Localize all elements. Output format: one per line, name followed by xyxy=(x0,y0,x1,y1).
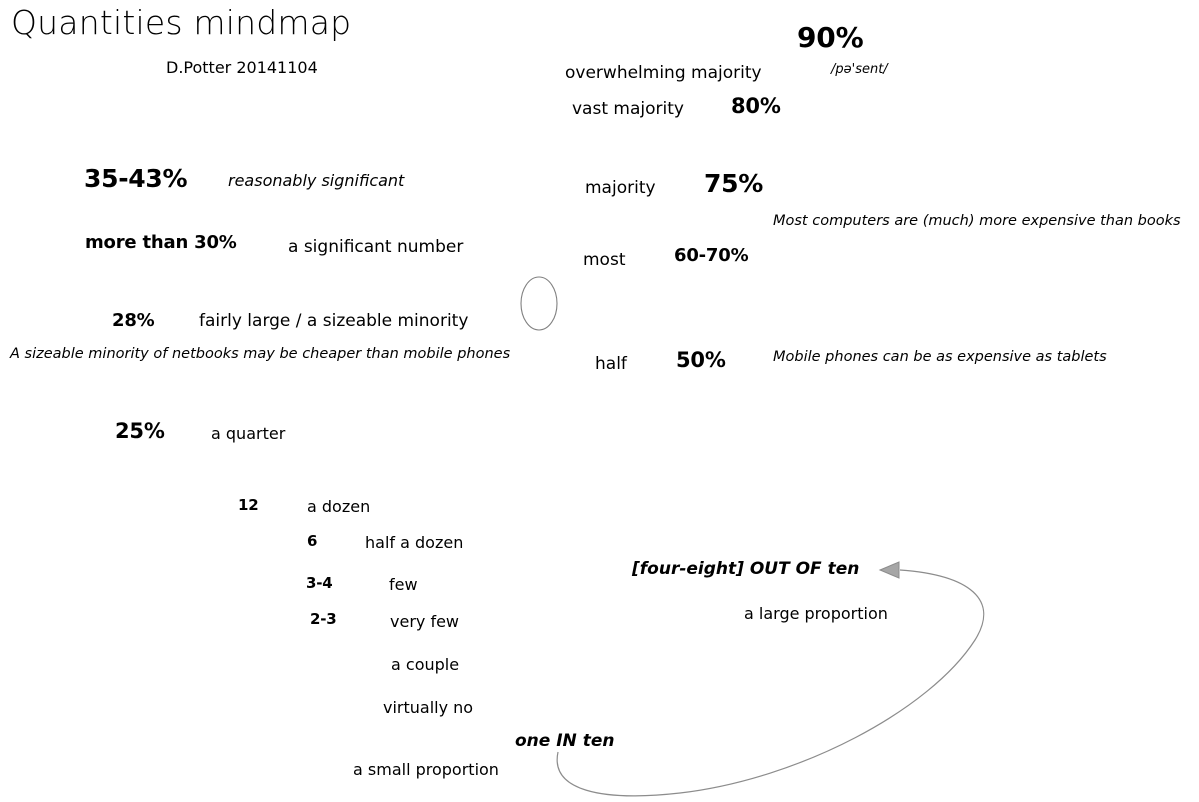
label-overwhelming-majority: overwhelming majority xyxy=(565,63,762,83)
curved-connector-arrowhead xyxy=(878,561,900,579)
value-60-70-percent: 60-70% xyxy=(674,245,749,266)
example-sentence-mobile-phones: Mobile phones can be as expensive as tab… xyxy=(773,349,1107,365)
label-half: half xyxy=(595,354,627,374)
value-50-percent: 50% xyxy=(676,348,726,372)
value-more-than-30-percent: more than 30% xyxy=(85,232,237,253)
empty-ellipse-placeholder xyxy=(520,276,558,331)
label-half-a-dozen: half a dozen xyxy=(365,533,464,552)
value-28-percent: 28% xyxy=(112,310,155,331)
page-title: Quantities mindmap xyxy=(11,3,352,42)
label-very-few: very few xyxy=(390,612,460,631)
value-35-43-percent: 35-43% xyxy=(84,164,188,193)
value-75-percent: 75% xyxy=(704,169,763,198)
phonetic-percent: /pə'sent/ xyxy=(831,62,888,77)
ratio-four-eight-out-of-ten: [four-eight] OUT OF ten xyxy=(632,559,860,579)
page-subtitle: D.Potter 20141104 xyxy=(166,58,318,77)
label-vast-majority: vast majority xyxy=(572,99,684,119)
label-a-quarter: a quarter xyxy=(211,424,286,443)
label-reasonably-significant: reasonably significant xyxy=(228,171,405,190)
label-virtually-no: virtually no xyxy=(383,698,474,717)
label-sizeable-minority: fairly large / a sizeable minority xyxy=(199,311,469,331)
label-a-couple: a couple xyxy=(391,655,460,674)
value-90-percent: 90% xyxy=(797,21,864,54)
value-2-3: 2-3 xyxy=(310,610,337,628)
value-3-4: 3-4 xyxy=(306,574,333,592)
value-12: 12 xyxy=(238,496,259,514)
example-sentence-netbooks: A sizeable minority of netbooks may be c… xyxy=(10,346,511,362)
label-significant-number: a significant number xyxy=(288,237,464,257)
label-most: most xyxy=(583,250,626,270)
label-few: few xyxy=(389,575,418,594)
label-a-dozen: a dozen xyxy=(307,497,371,516)
value-6: 6 xyxy=(307,532,318,550)
label-small-proportion: a small proportion xyxy=(353,760,499,779)
example-sentence-computers: Most computers are (much) more expensive… xyxy=(773,213,1181,229)
value-25-percent: 25% xyxy=(115,419,165,443)
label-large-proportion: a large proportion xyxy=(744,604,888,623)
ratio-one-in-ten: one IN ten xyxy=(515,731,615,751)
label-majority: majority xyxy=(585,178,656,198)
value-80-percent: 80% xyxy=(731,94,781,118)
